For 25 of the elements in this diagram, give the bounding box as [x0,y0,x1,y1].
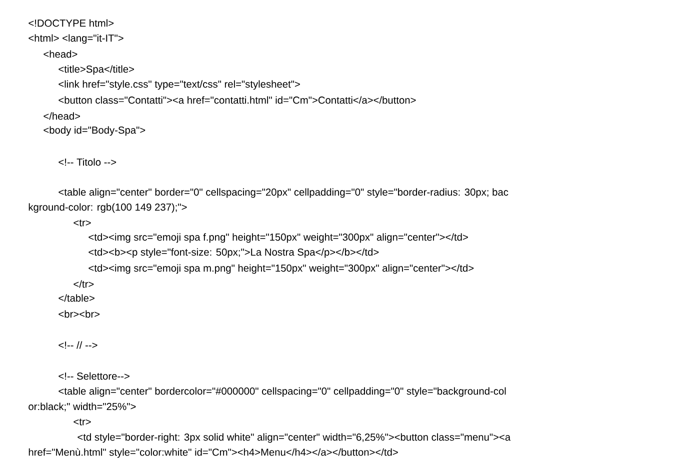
code-line: href="Menù.html" style="color:white" id="Cm"><h4>Menu</h4></a></button></td> [28,448,398,458]
code-line: <head> [44,50,78,58]
code-line: or:black;" width="25%"> [28,402,136,412]
code-line: </table> [58,294,94,302]
code-line: <td><img src="emoji spa f.png" height="150px" weight="300px" align="center"></td> [88,233,468,243]
code-line: <button class="Contatti"><a href="contatti.html" id="Cm">Contatti</a></button> [58,96,416,104]
code-line: <tr> [74,220,91,226]
code-line: <!-- Selettore--> [58,372,130,380]
code-line: kground-color: rgb(100 149 237);"> [28,203,187,213]
code-line: <table align="center" bordercolor="#000000" cellspacing="0" cellpadding="0" style="background-col [58,387,506,397]
code-line: <td><img src="emoji spa m.png" height="150px" weight="300px" align="center"></td> [88,264,474,274]
code-line: <html> <lang="it-IT"> [28,34,124,44]
code-line: <title>Spa</title> [58,65,134,75]
code-line: <td style="border-right: 3px solid white" align="center" width="6,25%"><button class="menu"><a [78,433,511,443]
code-line: </head> [44,112,80,120]
code-line: <td><b><p style="font-size: 50px;">La Nostra Spa</p></b></td> [88,248,379,258]
code-line: <tr> [74,418,91,426]
code-line: <link href="style.css" type="text/css" rel="stylesheet"> [58,80,300,90]
code-line: <br><br> [58,310,100,318]
code-line: </tr> [74,280,94,288]
code-line: <table align="center" border="0" cellspacing="20px" cellpadding="0" style="border-radius: 30px; bac [58,188,508,198]
code-line: <!-- // --> [58,341,98,349]
code-line: <body id="Body-Spa"> [44,126,146,136]
code-line: <!DOCTYPE html> [28,19,114,27]
code-line: <!-- Titolo --> [58,158,116,166]
